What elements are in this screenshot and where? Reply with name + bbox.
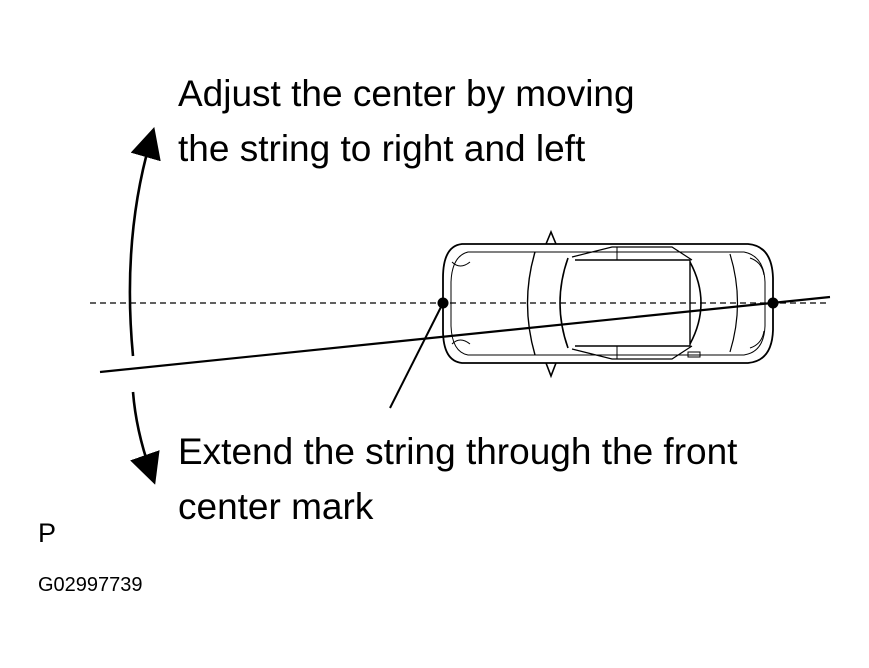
rear-center-mark — [767, 297, 779, 309]
string-line — [99, 295, 831, 374]
caption-line: Extend the string through the front — [178, 431, 738, 472]
leader-line — [389, 302, 444, 409]
caption-line: center mark — [178, 486, 374, 527]
figure-id: G02997739 — [38, 574, 143, 596]
swing-arrow-upper — [128, 126, 161, 357]
adjust-center-caption: Adjust the center by moving the string t… — [178, 66, 635, 176]
car-top-view — [442, 229, 774, 379]
swing-arrow-lower — [130, 391, 160, 485]
extend-string-caption: Extend the string through the front cent… — [178, 424, 737, 534]
section-letter: P — [38, 518, 57, 548]
caption-line: the string to right and left — [178, 128, 586, 169]
caption-line: Adjust the center by moving — [178, 73, 635, 114]
